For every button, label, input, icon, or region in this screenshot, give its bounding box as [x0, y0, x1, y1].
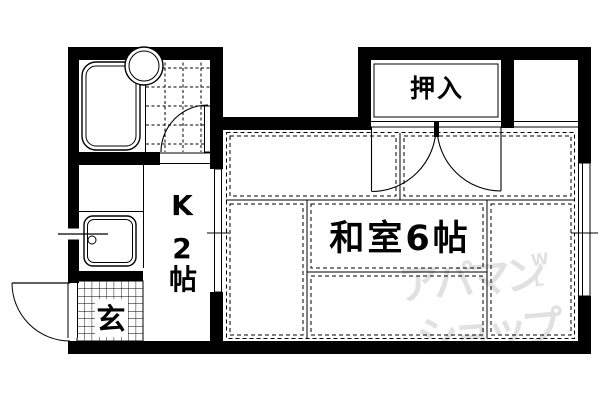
tatami-mat	[310, 275, 484, 336]
tatami-mat	[229, 135, 397, 197]
genkan-label: 玄	[95, 299, 128, 337]
tatami-mat	[403, 135, 572, 197]
bath-tile-floor	[146, 57, 210, 152]
kitchen-counter	[79, 165, 144, 268]
walls	[68, 47, 591, 354]
svg-text:K: K	[171, 189, 194, 222]
kitchen-sink	[83, 215, 137, 267]
bathtub	[81, 61, 141, 151]
entrance-opening	[67, 283, 78, 338]
svg-text:2: 2	[172, 232, 191, 265]
sink-faucet	[58, 228, 108, 245]
bathroom-door	[160, 104, 211, 153]
kitchen-sliding-door	[207, 168, 229, 293]
right-window	[571, 162, 598, 297]
closet-label: 押入	[410, 74, 464, 103]
closet-door-track	[371, 121, 578, 128]
washitsu-outline	[226, 132, 575, 339]
tatami-mat	[310, 203, 484, 269]
svg-text:帖: 帖	[169, 263, 197, 296]
closet-inner-outline	[373, 63, 499, 118]
bathroom-door-threshold	[160, 152, 210, 164]
wash-basin	[124, 46, 164, 86]
kitchen-label: K 2 帖	[169, 189, 197, 296]
tatami-separators	[226, 133, 575, 339]
tatami-mat	[229, 203, 304, 336]
washitsu-label: 和室6帖	[329, 218, 470, 259]
tatami-area	[226, 132, 575, 339]
tatami-mat	[490, 203, 572, 336]
svg-text:玄: 玄	[96, 302, 125, 336]
entrance-door	[11, 282, 71, 342]
closet-doors	[370, 126, 502, 193]
